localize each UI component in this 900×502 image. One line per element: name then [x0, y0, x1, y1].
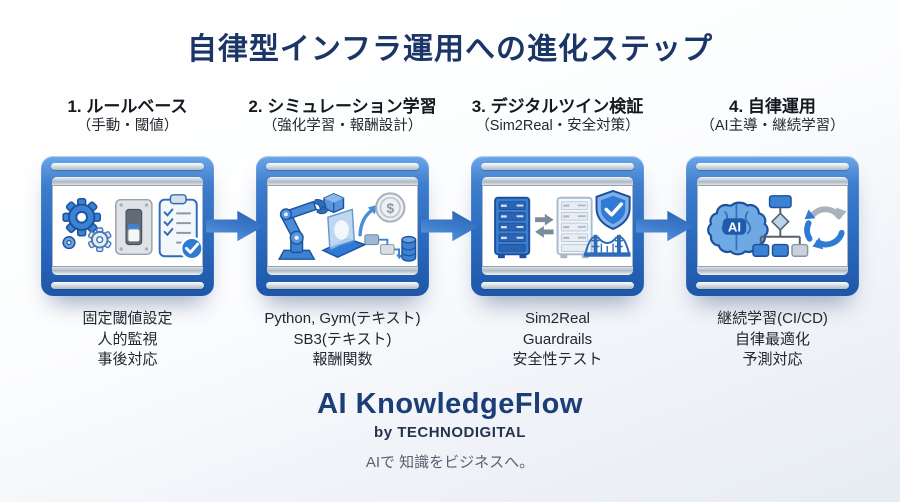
- note-line: 安全性テスト: [512, 351, 603, 368]
- step-1-notes: 固定閾値設定 人的監視 事後対応: [82, 309, 172, 371]
- metal-bar: [267, 177, 418, 186]
- metal-bar: [52, 177, 203, 186]
- sync-arrows-icon: [535, 213, 554, 238]
- gears-switch-checklist-icon: [62, 193, 202, 260]
- brand-logo-text: AI KnowledgeFlow: [317, 387, 583, 420]
- shield-icon: [595, 189, 631, 230]
- frame-bar: [481, 163, 634, 170]
- note-line: 報酬関数: [312, 351, 373, 368]
- robot-arm-reward-icon: $: [277, 191, 417, 262]
- server-rack-outline-icon: [556, 196, 593, 258]
- step-1-card: [41, 156, 214, 296]
- step-title: 3. デジタルツイン検証: [471, 97, 644, 116]
- flowchart-icon: [752, 194, 809, 257]
- brand-byline: by TECHNODIGITAL: [374, 423, 526, 441]
- brand-tagline: AIで 知識をビジネスへ。: [365, 453, 535, 471]
- step-3-header: 3. デジタルツイン検証 （Sim2Real・安全対策）: [472, 96, 644, 138]
- gear-icon: [62, 197, 101, 237]
- step-subtitle: （AI主導・継続学習）: [700, 118, 845, 134]
- frame-bar: [696, 163, 849, 170]
- coin-dollar-label: $: [386, 200, 394, 215]
- step-2: 2. シミュレーション学習 （強化学習・報酬設計）: [248, 96, 436, 371]
- cycle-arrows-icon: [804, 205, 847, 249]
- gear-icon: [87, 226, 112, 252]
- step-4-card: AI: [686, 156, 859, 296]
- note-line: 自律最適化: [734, 330, 810, 348]
- steps-row: 1. ルールベース （手動・閾値）: [0, 96, 900, 371]
- flowchart-icon: [364, 233, 403, 259]
- metal-bar: [267, 266, 418, 275]
- cube-icon: [323, 192, 345, 213]
- frame-bar: [51, 282, 204, 289]
- step-title: 4. 自律運用: [729, 97, 816, 116]
- gear-icon: [62, 235, 76, 249]
- step-subtitle: （強化学習・報酬設計）: [262, 118, 423, 134]
- step-2-notes: Python, Gym(テキスト) SB3(テキスト) 報酬関数: [264, 309, 420, 371]
- metal-bar: [482, 266, 633, 275]
- note-line: Python, Gym(テキスト): [264, 310, 421, 327]
- robot-arm-icon: [277, 198, 329, 260]
- step-2-panel: $: [267, 177, 418, 275]
- step-title: 1. ルールベース: [67, 97, 188, 116]
- laptop-icon: [321, 207, 367, 258]
- step-3: 3. デジタルツイン検証 （Sim2Real・安全対策）: [471, 96, 644, 371]
- note-line: Sim2Real: [524, 310, 590, 327]
- metal-bar: [697, 266, 848, 275]
- database-icon: [401, 235, 417, 262]
- frame-bar: [266, 282, 419, 289]
- step-4-panel: AI: [697, 177, 848, 275]
- step-2-card: $: [256, 156, 429, 296]
- arrow-slot: [421, 96, 479, 371]
- frame-bar: [481, 282, 634, 289]
- frame-bar: [51, 163, 204, 170]
- coin-icon: $: [375, 191, 406, 223]
- arrow-slot: [206, 96, 264, 371]
- step-1: 1. ルールベース （手動・閾値）: [41, 96, 214, 371]
- metal-bar: [482, 177, 633, 186]
- step-4: 4. 自律運用 （AI主導・継続学習） AI: [686, 96, 859, 371]
- step-subtitle: （手動・閾値）: [76, 118, 179, 134]
- step-subtitle: （Sim2Real・安全対策）: [475, 118, 640, 134]
- frame-bar: [696, 282, 849, 289]
- note-line: 予測対応: [742, 351, 803, 368]
- note-line: Guardrails: [522, 330, 593, 348]
- brain-flowchart-cycle-icon: AI: [707, 194, 847, 257]
- page-title: 自律型インフラ運用への進化ステップ: [186, 33, 714, 66]
- step-3-notes: Sim2Real Guardrails 安全性テスト: [512, 309, 602, 371]
- note-line: 事後対応: [97, 351, 158, 368]
- ai-brain-icon: AI: [707, 201, 769, 255]
- step-title: 2. シミュレーション学習: [248, 97, 437, 116]
- step-1-header: 1. ルールベース （手動・閾値）: [67, 96, 187, 138]
- server-rack-icon: [494, 196, 531, 258]
- step-4-notes: 継続学習(CI/CD) 自律最適化 予測対応: [717, 309, 828, 371]
- servers-shield-bridge-icon: [494, 189, 631, 258]
- step-3-panel: [482, 177, 633, 275]
- footer: AI KnowledgeFlow by TECHNODIGITAL AIで 知識…: [0, 388, 900, 472]
- step-1-panel: [52, 177, 203, 275]
- metal-bar: [52, 266, 203, 275]
- step-2-header: 2. シミュレーション学習 （強化学習・報酬設計）: [248, 96, 436, 138]
- note-line: 継続学習(CI/CD): [717, 310, 828, 327]
- step-3-card: [471, 156, 644, 296]
- note-line: SB3(テキスト): [293, 330, 392, 348]
- frame-bar: [266, 163, 419, 170]
- note-line: 人的監視: [97, 330, 158, 348]
- step-4-header: 4. 自律運用 （AI主導・継続学習）: [700, 96, 844, 138]
- checklist-icon: [158, 193, 202, 260]
- switch-icon: [115, 198, 153, 255]
- arrow-slot: [636, 96, 694, 371]
- brain-ai-label: AI: [728, 219, 741, 234]
- bridge-icon: [583, 234, 631, 257]
- reward-arrow-icon: [358, 204, 378, 237]
- metal-bar: [697, 177, 848, 186]
- note-line: 固定閾値設定: [82, 310, 173, 327]
